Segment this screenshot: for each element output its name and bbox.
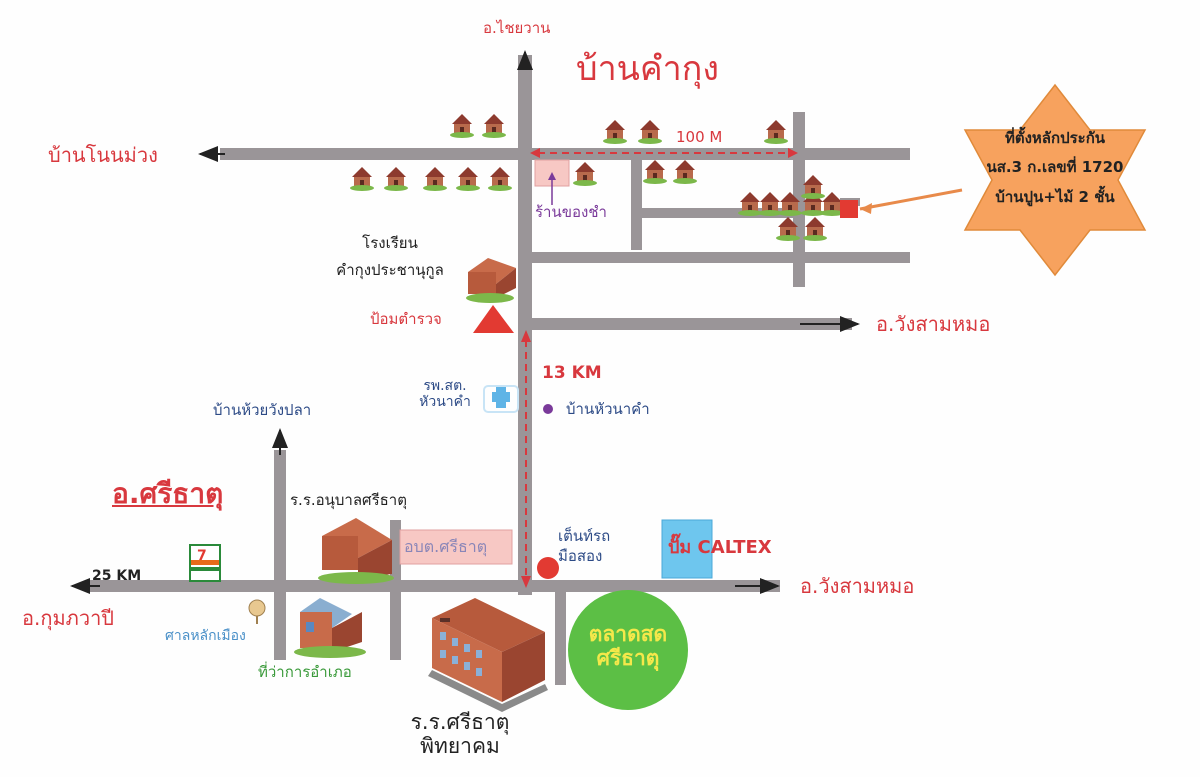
label-shop: ร้านของชำ [535,203,607,221]
label-police: ป้อมตำรวจ [370,310,442,328]
high-school-line-1: ร.ร.ศรีธาตุ [410,710,510,734]
road-school [390,520,401,660]
callout-line-1: ที่ตั้งหลักประกัน [1004,129,1106,147]
market-circle [568,590,688,710]
road-right-vertical [793,112,805,287]
car-tent-marker [537,557,559,579]
road-market [555,590,566,685]
label-school: โรงเรียน คำกุงประชานุกูล [310,234,470,280]
road-mid-1 [640,208,800,218]
village-dot [543,404,553,414]
label-ban-non-muang: บ้านโนนม่วง [48,143,158,167]
label-market: ตลาดสด ศรีธาตุ [578,622,678,670]
school-building [466,258,516,303]
label-ban-huai-wang-pla: บ้านห้วยวังปลา [213,401,312,419]
label-high-school: ร.ร.ศรีธาตุ พิทยาคม [395,710,525,758]
callout-line-3: บ้านปูน+ไม้ 2 ชั้น [995,187,1115,206]
high-school-building [428,598,548,712]
collateral-marker [840,200,858,218]
label-car-tent: เต็นท์รถ มือสอง [558,527,611,566]
label-kumphawapi: อ.กุมภวาปี [22,606,115,630]
main-road-vertical [518,55,532,595]
label-ban-hua-na-kham: บ้านหัวนาคำ [566,400,650,418]
health-line-2: หัวนาคำ [419,394,471,411]
callout-star [963,83,1147,277]
store-logo [189,544,221,582]
road-shop-vertical [631,158,642,250]
label-kindergarten: ร.ร.อนุบาลศรีธาตุ [290,491,407,509]
label-wang-sam-mo-2: อ.วังสามหมอ [800,574,915,598]
roads [90,55,910,685]
label-district-office: ที่ว่าการอำเภอ [258,663,352,681]
road-huai-wang-pla [274,450,286,660]
high-school-line-2: พิทยาคม [420,734,500,759]
district-office-building [294,598,366,658]
label-gas-station: ปั๊ม CALTEX [668,537,772,558]
road-mid-2 [532,252,910,263]
police-triangle [473,305,514,333]
label-district: อ.ศรีธาตุ [112,477,224,510]
label-city-pillar: ศาลหลักเมือง [165,628,246,644]
car-tent-line-2: มือสอง [558,547,603,566]
health-cross [483,385,519,413]
sao-office-marker [399,529,513,565]
label-health-center: รพ.สต. หัวนาคำ [410,378,480,410]
city-pillar-icon [248,599,266,624]
callout-line-2: นส.3 ก.เลขที่ 1720 [986,158,1124,177]
school-line-1: โรงเรียน [362,234,418,252]
gas-station-marker [661,519,713,579]
kindergarten-building [318,518,394,584]
label-distance-13km: 13 KM [542,363,602,383]
house-icons [350,114,844,241]
store-logo-text: 7 [197,548,207,564]
school-line-2: คำกุงประชานุกูล [336,261,444,280]
callout-text: ที่ตั้งหลักประกัน นส.3 ก.เลขที่ 1720 บ้า… [975,129,1135,206]
bottom-road [90,580,780,592]
label-sao-office: อบต.ศรีธาตุ [404,537,488,556]
car-tent-line-1: เต็นท์รถ [558,527,611,545]
market-line-2: ศรีธาตุ [596,646,660,671]
page-title: บ้านคำกุง [576,49,719,89]
road-wangsammo-1 [532,318,852,330]
label-distance-100m: 100 M [676,128,723,146]
market-line-1: ตลาดสด [588,622,668,646]
label-north: อ.ไชยวาน [483,19,551,37]
label-distance-25km: 25 KM [92,568,142,584]
health-line-1: รพ.สต. [423,378,467,394]
label-wang-sam-mo-1: อ.วังสามหมอ [876,312,991,336]
